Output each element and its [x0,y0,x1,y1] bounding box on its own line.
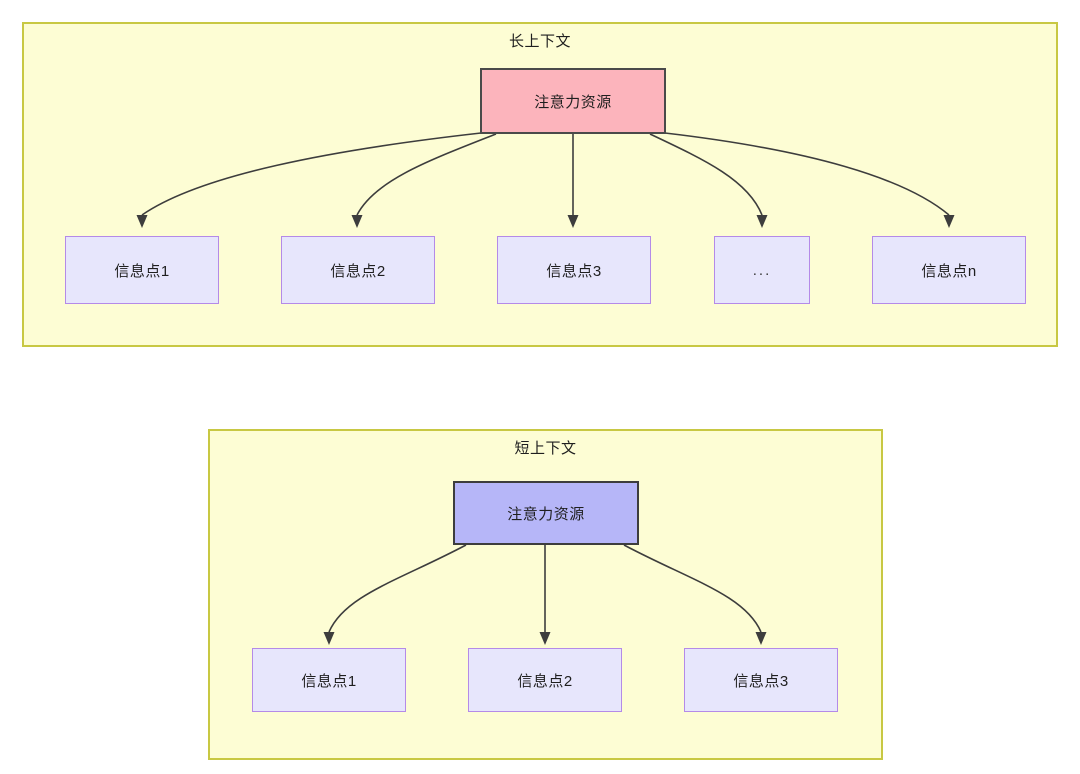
node-label: 信息点3 [733,672,789,690]
node-info-point-3-long[interactable]: 信息点3 [497,236,651,304]
node-label: 注意力资源 [534,93,612,111]
node-label: 信息点1 [301,672,357,690]
node-label: 信息点1 [114,262,170,280]
section-title-short-context: 短上下文 [514,440,577,457]
node-label: 信息点n [921,262,977,280]
node-label: 信息点3 [546,262,602,280]
node-attention-resource-short[interactable]: 注意力资源 [453,481,639,545]
node-info-point-2-short[interactable]: 信息点2 [468,648,622,712]
node-info-point-1-long[interactable]: 信息点1 [65,236,219,304]
node-info-point-3-short[interactable]: 信息点3 [684,648,838,712]
node-attention-resource-long[interactable]: 注意力资源 [480,68,666,134]
node-info-point-1-short[interactable]: 信息点1 [252,648,406,712]
section-title-long-context: 长上下文 [508,33,571,50]
node-label: 信息点2 [330,262,386,280]
node-label: 注意力资源 [507,505,585,523]
node-label: 信息点2 [517,672,573,690]
node-info-point-n-long[interactable]: 信息点n [872,236,1026,304]
node-info-point-ellipsis-long[interactable]: ... [714,236,810,304]
node-label: ... [752,261,772,279]
node-info-point-2-long[interactable]: 信息点2 [281,236,435,304]
